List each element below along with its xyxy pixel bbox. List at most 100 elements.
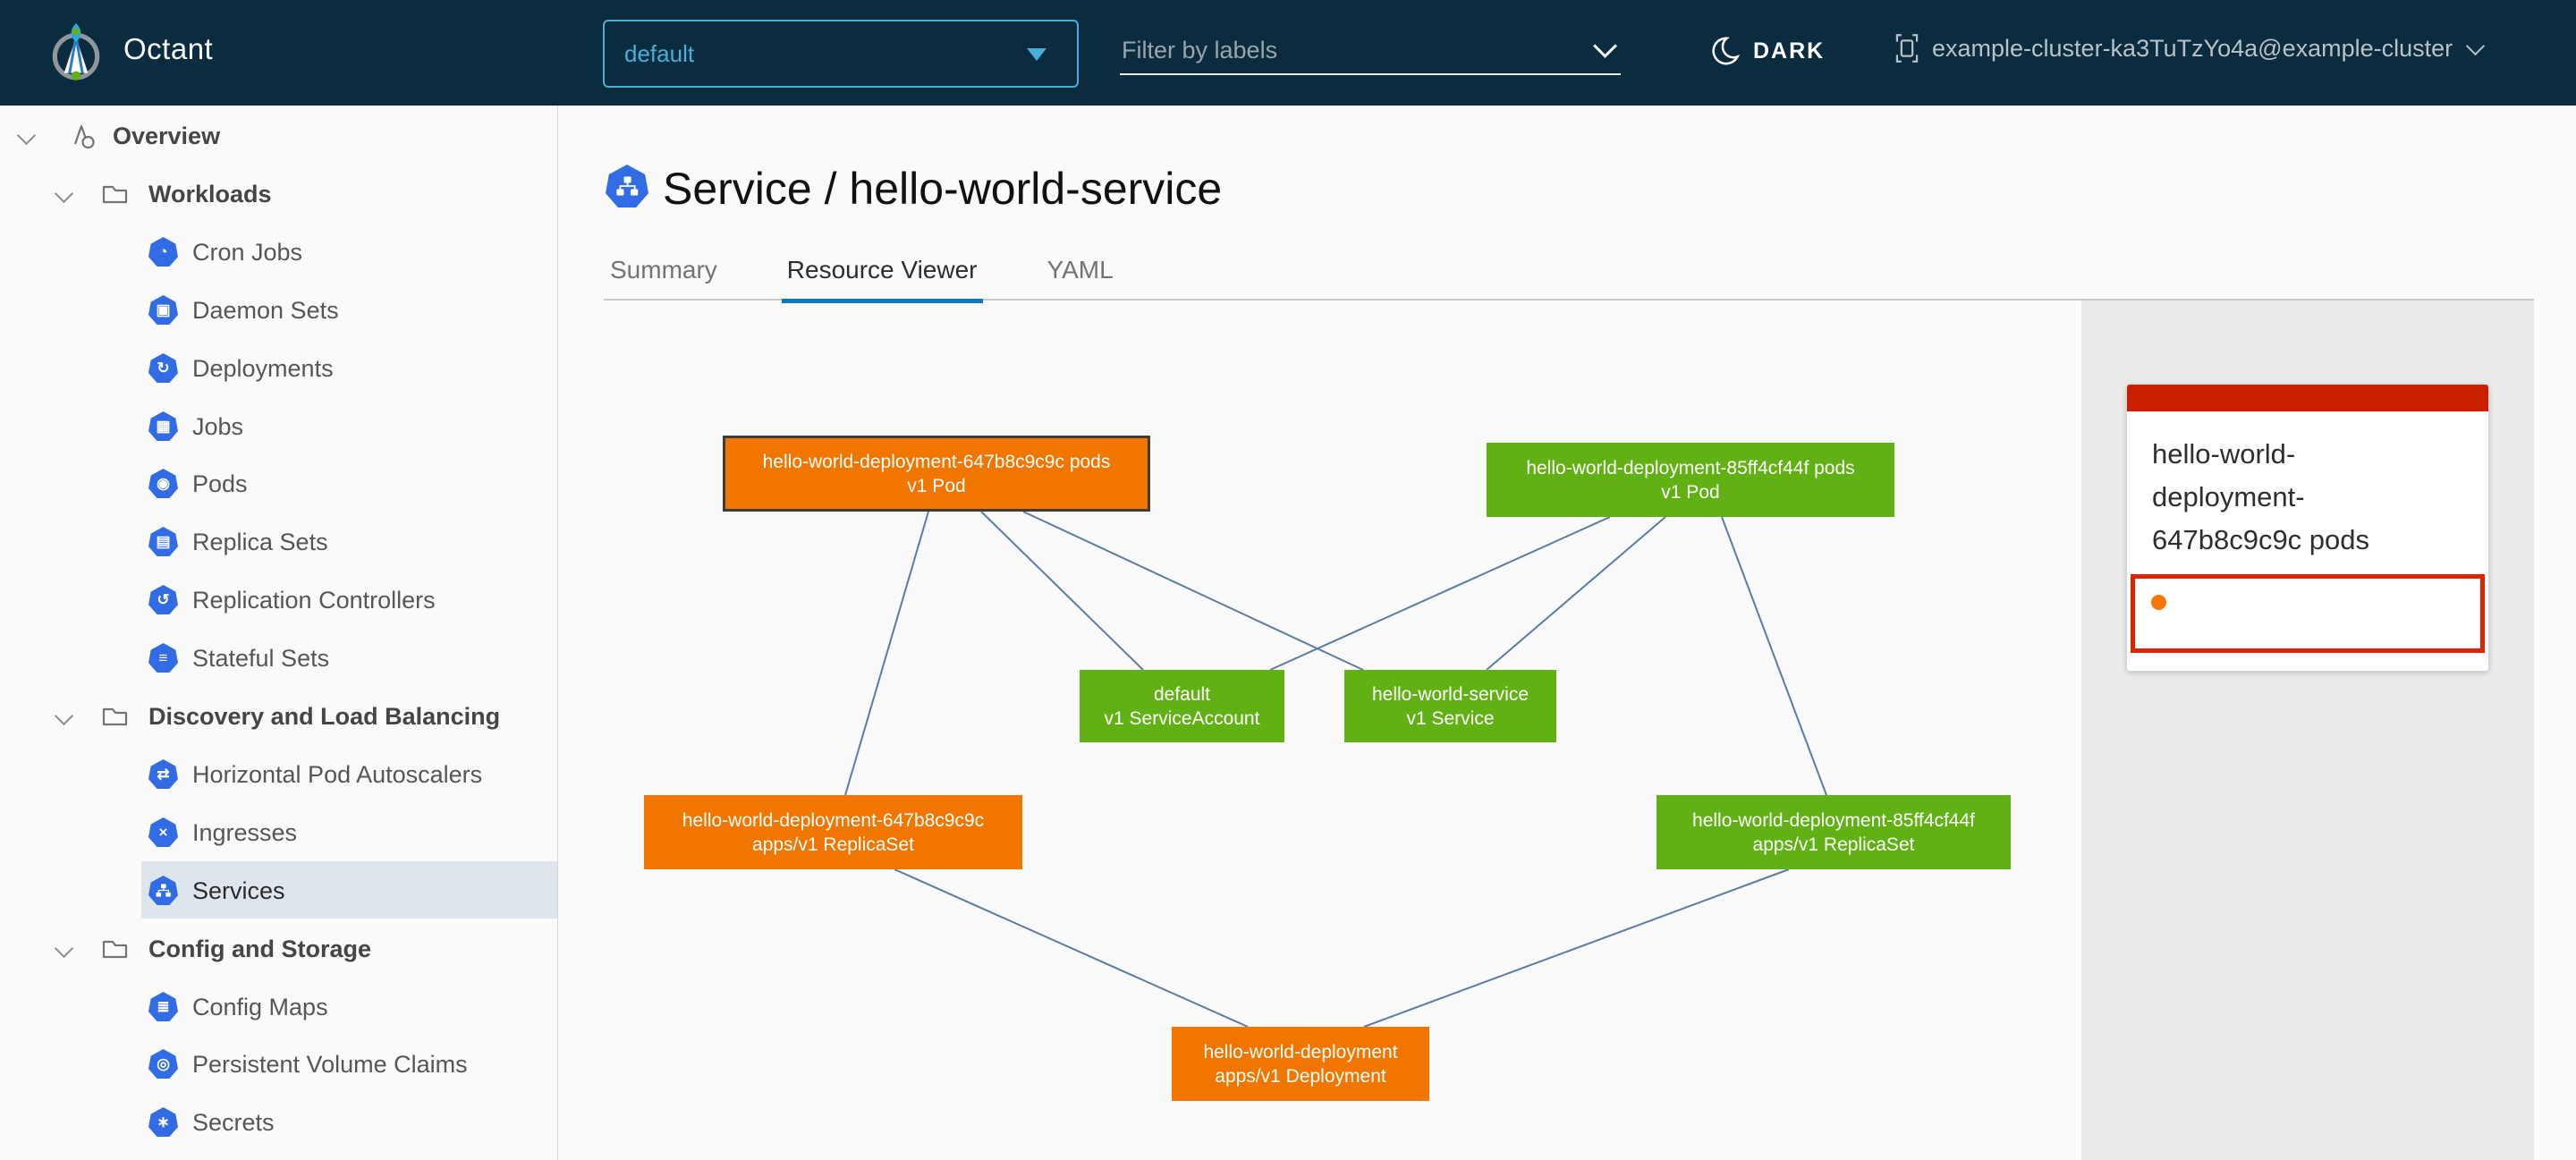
graph-node-label: default <box>1153 683 1211 705</box>
sidebar-item-label: Discovery and Load Balancing <box>148 703 501 730</box>
node-detail-card: hello-world-deployment-647b8c9c9c pods <box>2127 385 2488 671</box>
octant-logo-icon <box>52 23 100 80</box>
cluster-icon <box>1895 34 1919 63</box>
graph-edge <box>894 868 1249 1028</box>
sidebar-item-label: Secrets <box>192 1109 275 1136</box>
graph-node-label: hello-world-deployment-85ff4cf44f pods <box>1526 457 1855 478</box>
chevron-down-icon[interactable] <box>1593 34 1617 58</box>
services-icon <box>148 876 178 905</box>
graph-node-replicaset-647b8c9c9c[interactable]: hello-world-deployment-647b8c9c9c apps/v1… <box>644 795 1022 869</box>
sidebar-item-deployments[interactable]: ↻ Deployments <box>0 340 557 397</box>
graph-node-pod-647b8c9c9c[interactable]: hello-world-deployment-647b8c9c9c pods v1… <box>723 436 1150 512</box>
context-selector-label: example-cluster-ka3TuTzYo4a@example-clus… <box>1932 34 2453 62</box>
graph-node-kind: apps/v1 ReplicaSet <box>1752 834 1915 855</box>
card-header-bar <box>2127 385 2488 411</box>
ingresses-icon: × <box>148 817 178 847</box>
tab-summary[interactable]: Summary <box>610 256 717 284</box>
sidebar-item-label: Config and Storage <box>148 936 371 962</box>
sidebar-item-stateful-sets[interactable]: ≡Stateful Sets <box>0 630 557 687</box>
overview-icon <box>68 121 97 150</box>
folder-icon <box>100 701 130 731</box>
namespace-dropdown[interactable]: default <box>603 20 1079 88</box>
tab-resource-viewer[interactable]: Resource Viewer <box>781 256 983 303</box>
pod-status-dot <box>2151 595 2166 610</box>
sidebar-item-label: Services <box>192 877 285 904</box>
graph-node-kind: v1 ServiceAccount <box>1104 707 1260 729</box>
sidebar-item-label: Horizontal Pod Autoscalers <box>192 761 483 788</box>
sidebar-item-cron-jobs[interactable]: ◔ Cron Jobs <box>0 224 557 281</box>
page-title: Service / hello-world-service <box>663 164 1223 214</box>
graph-edge <box>844 511 929 796</box>
graph-node-kind: v1 Service <box>1406 707 1495 729</box>
graph-node-pod-85ff4cf44f[interactable]: hello-world-deployment-85ff4cf44f pods v1… <box>1487 443 1894 517</box>
stateful-sets-icon: ≡ <box>148 643 178 673</box>
sidebar-item-label: Overview <box>113 123 221 149</box>
chevron-down-icon[interactable] <box>54 183 74 204</box>
sidebar-item-label: Daemon Sets <box>192 297 339 324</box>
sidebar-item-persistent-volume-claims[interactable]: ◎Persistent Volume Claims <box>0 1036 557 1093</box>
sidebar-item-replica-sets[interactable]: ▤ Replica Sets <box>0 513 557 571</box>
sidebar-item-jobs[interactable]: ▦Jobs <box>0 398 557 455</box>
chevron-down-icon[interactable] <box>16 125 37 146</box>
tab-yaml[interactable]: YAML <box>1046 256 1114 284</box>
graph-node-label: hello-world-deployment <box>1203 1041 1398 1063</box>
sidebar-item-daemon-sets[interactable]: ▣ Daemon Sets <box>0 282 557 339</box>
tab-bar: Summary Resource Viewer YAML <box>605 256 1119 303</box>
moon-icon <box>1712 37 1741 65</box>
resource-viewer-canvas[interactable]: hello-world-deployment-647b8c9c9c pods v1… <box>557 301 2081 1160</box>
sidebar-item-label: Config Maps <box>192 994 328 1020</box>
folder-icon <box>100 179 130 208</box>
daemon-sets-icon: ▣ <box>148 295 178 325</box>
sidebar-item-label: Cron Jobs <box>192 239 303 266</box>
sidebar-item-overview[interactable]: Overview <box>0 107 557 165</box>
pod-status-box <box>2131 574 2485 653</box>
graph-node-label: hello-world-deployment-647b8c9c9c pods <box>762 451 1111 472</box>
chevron-down-icon[interactable] <box>54 706 74 726</box>
caret-down-icon <box>1027 48 1046 61</box>
sidebar-item-workloads[interactable]: Workloads <box>0 165 557 223</box>
graph-edge <box>1363 868 1790 1028</box>
app-header: Octant default DARK example-cluster-ka3T… <box>0 0 2576 106</box>
sidebar-item-horizontal-pod-autoscalers[interactable]: ⇄Horizontal Pod Autoscalers <box>0 746 557 803</box>
graph-edge <box>980 511 1144 671</box>
label-filter-input[interactable] <box>1120 36 1571 65</box>
sidebar-item-label: Persistent Volume Claims <box>192 1051 468 1078</box>
sidebar-item-secrets[interactable]: ∗ Secrets <box>0 1094 557 1151</box>
graph-node-kind: apps/v1 Deployment <box>1215 1065 1386 1087</box>
pods-icon: ◉ <box>148 469 178 498</box>
deployments-icon: ↻ <box>148 353 178 383</box>
graph-edges <box>844 511 1827 1028</box>
sidebar-item-replication-controllers[interactable]: ↺ Replication Controllers <box>0 572 557 629</box>
sidebar-item-label: Deployments <box>192 355 334 382</box>
sidebar-item-config-maps[interactable]: ≣Config Maps <box>0 978 557 1036</box>
graph-edge <box>1022 511 1364 671</box>
sidebar-item-label: Replication Controllers <box>192 587 436 614</box>
theme-toggle[interactable]: DARK <box>1710 36 1825 66</box>
sidebar-item-discovery-and-load-balancing[interactable]: Discovery and Load Balancing <box>0 688 557 745</box>
graph-node-kind: v1 Pod <box>1661 481 1720 503</box>
folder-icon <box>100 934 130 963</box>
graph-node-kind: apps/v1 ReplicaSet <box>752 834 914 855</box>
theme-toggle-label: DARK <box>1753 38 1826 64</box>
secrets-icon: ∗ <box>148 1107 178 1137</box>
graph-node-label: hello-world-deployment-647b8c9c9c <box>682 809 985 831</box>
sidebar-item-pods[interactable]: ◉Pods <box>0 455 557 512</box>
label-filter <box>1120 29 1621 75</box>
replica-sets-icon: ▤ <box>148 527 178 556</box>
sidebar-item-config-and-storage[interactable]: Config and Storage <box>0 920 557 978</box>
context-selector[interactable]: example-cluster-ka3TuTzYo4a@example-clus… <box>1894 34 2486 63</box>
sidebar-item-label: Replica Sets <box>192 529 328 555</box>
sidebar-item-services[interactable]: Services <box>0 861 557 919</box>
graph-node-kind: v1 Pod <box>907 475 966 496</box>
cron-jobs-icon: ◔ <box>148 237 178 267</box>
sidebar-item-ingresses[interactable]: ×Ingresses <box>0 804 557 861</box>
replication-controllers-icon: ↺ <box>148 585 178 614</box>
app-title: Octant <box>123 32 214 65</box>
chevron-down-icon[interactable] <box>54 938 74 959</box>
detail-side-panel: hello-world-deployment-647b8c9c9c pods <box>2081 301 2534 1160</box>
